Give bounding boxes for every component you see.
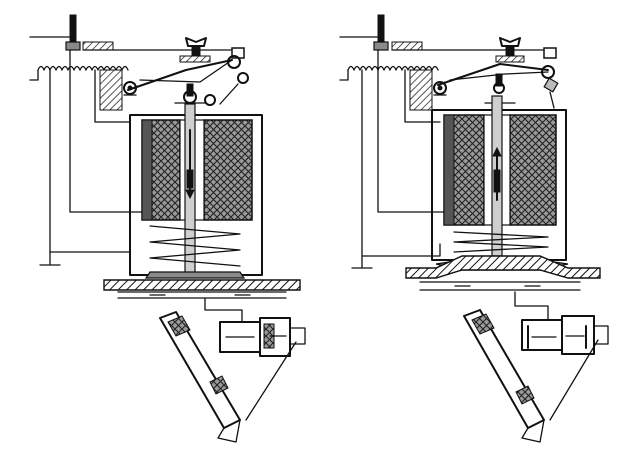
plunger [184,103,196,275]
terminal-post [65,14,81,51]
wing-nut [185,37,207,57]
side-valve [521,315,609,355]
gauge-tube [463,309,599,443]
coil-spring [339,65,439,81]
pipe [405,255,601,321]
side-valve [219,317,306,357]
solenoid-housing [129,114,263,276]
panel-right [339,14,609,443]
diaphragm [144,271,246,279]
gauge-tube [159,311,297,443]
plunger [491,95,503,257]
panel-left [29,14,306,443]
wing-nut [499,37,521,57]
coil-spring [29,65,129,81]
pipe [103,279,301,323]
terminal-post [373,14,389,51]
